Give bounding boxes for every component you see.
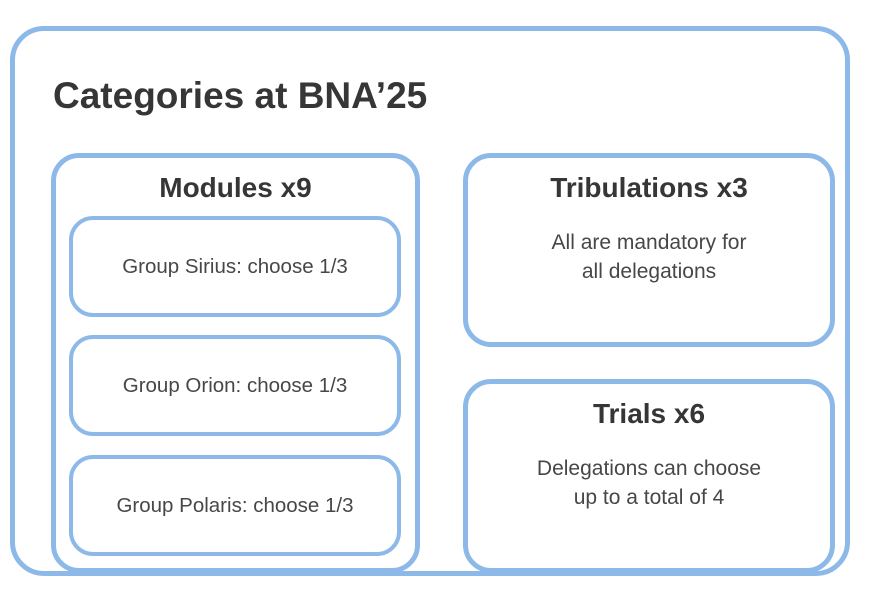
trials-category-box: Trials x6 Delegations can choose up to a… bbox=[463, 379, 835, 573]
tribulations-category-box: Tribulations x3 All are mandatory for al… bbox=[463, 153, 835, 347]
tribulations-description: All are mandatory for all delegations bbox=[468, 228, 830, 286]
group-card-orion: Group Orion: choose 1/3 bbox=[69, 335, 401, 436]
tribulations-title: Tribulations x3 bbox=[550, 172, 748, 203]
tribulations-description-line1: All are mandatory for bbox=[551, 231, 747, 254]
trials-description: Delegations can choose up to a total of … bbox=[468, 454, 830, 512]
group-card-polaris: Group Polaris: choose 1/3 bbox=[69, 455, 401, 556]
group-card-sirius: Group Sirius: choose 1/3 bbox=[69, 216, 401, 317]
page-title: Categories at BNA’25 bbox=[53, 75, 428, 116]
modules-title: Modules x9 bbox=[159, 172, 312, 203]
trials-title: Trials x6 bbox=[592, 398, 706, 429]
tribulations-description-line2: all delegations bbox=[581, 260, 717, 283]
trials-description-line1: Delegations can choose bbox=[536, 457, 762, 480]
trials-description-line2: up to a total of 4 bbox=[573, 486, 725, 509]
categories-panel: Categories at BNA’25 Modules x9 Group Si… bbox=[10, 26, 850, 576]
